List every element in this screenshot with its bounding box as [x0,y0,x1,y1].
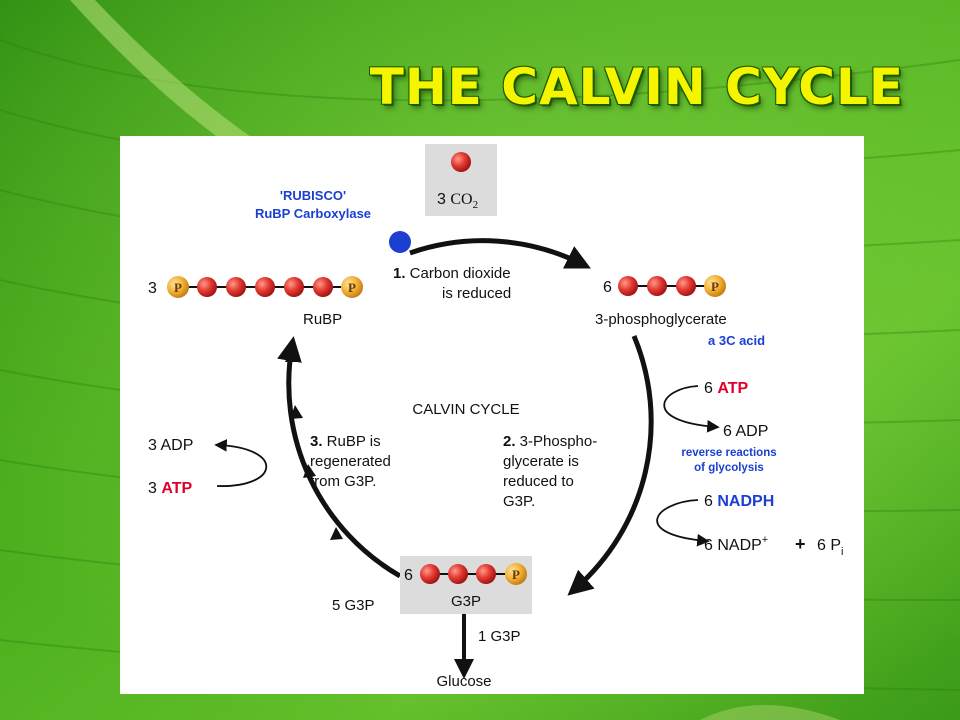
calvin-cycle-diagram: 3 CO2 'RUBISCO' RuBP Carboxylase 1. Carb… [120,136,864,694]
glucose-label: Glucose [436,673,491,690]
nadp-label: 6 NADP+ [704,534,768,554]
pga-count: 6 [603,279,612,296]
left-atp-label: 3 ATP [148,480,193,497]
center-label: CALVIN CYCLE [412,401,519,418]
rubisco-sublabel: RuBP Carboxylase [255,206,371,221]
arrow-head-left-3 [290,405,303,419]
step3-text: 3. RuBP is [310,433,381,450]
right-atp-label: 6 ATP [704,380,749,397]
co2-label: 3 CO2 [437,191,478,211]
atp-adp-arrow [663,385,720,433]
step2-text-4: G3P. [503,493,535,510]
cycle-ring [277,238,654,596]
co2-molecule [451,152,471,172]
step3-text-2: regenerated [310,453,391,470]
svg-text:P: P [348,280,356,295]
rubp-label: RuBP [303,311,342,328]
arrow-head-left-4 [285,349,298,362]
arrow-head-left-2 [303,464,316,478]
glycolysis-note: reverse reactions [681,447,776,459]
one-g3p-label: 1 G3P [478,628,521,645]
g3p-molecule: P [420,563,527,585]
svg-text:P: P [174,280,182,295]
rubp-molecule: P P [167,276,363,298]
svg-text:P: P [512,567,520,582]
step1-text: 1. Carbon dioxide [393,265,511,282]
nadph-arrow [656,499,710,547]
g3p-label: G3P [451,593,481,610]
cycle-arc-right [567,335,654,596]
plus-sign: + [795,534,806,554]
right-adp-label: 6 ADP [723,423,768,440]
g3p-count: 6 [404,567,413,584]
cycle-arc-top [409,238,591,269]
nadph-label: 6 NADPH [704,493,774,510]
pi-label: 6 Pi [817,537,843,558]
rubisco-enzyme [389,231,411,253]
pga-note: a 3C acid [708,333,765,348]
step2-text: 2. 3-Phospho- [503,433,597,450]
svg-text:P: P [711,279,719,294]
rubisco-label: 'RUBISCO' [280,188,346,203]
step3-text-3: from G3P. [310,473,376,490]
cycle-arc-left [277,336,402,579]
pga-molecule: P [618,275,726,297]
pga-label: 3-phosphoglycerate [595,311,727,328]
left-atp-adp-arrow [214,439,268,487]
leaf-midrib [70,0,270,160]
rubp-count: 3 [148,280,157,297]
glycolysis-note-2: of glycolysis [694,462,764,474]
five-g3p-label: 5 G3P [332,597,375,614]
cycle-direction-arrows [285,349,343,540]
step2-text-2: glycerate is [503,453,579,470]
slide-title: The Calvin Cycle [369,58,904,116]
step2-text-3: reduced to [503,473,574,490]
left-adp-label: 3 ADP [148,437,193,454]
arrow-head-left-1 [330,527,343,540]
step1-text-2: is reduced [442,285,511,302]
